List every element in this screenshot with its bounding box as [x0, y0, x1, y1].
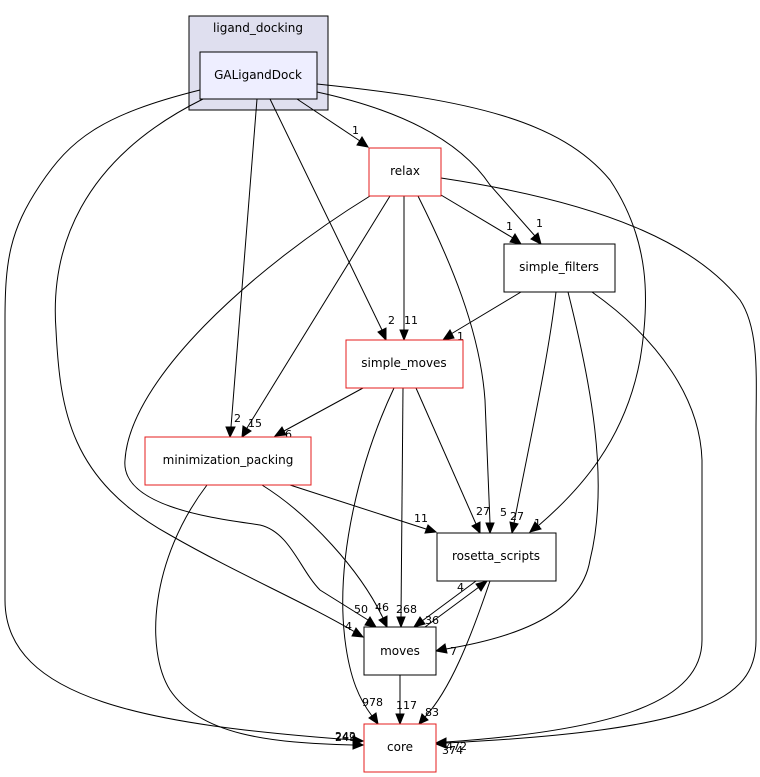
edge-label: 472	[446, 740, 467, 753]
edge-gal-relax[interactable]: 1	[296, 98, 369, 148]
edge-label: 1	[457, 330, 464, 343]
edge-label: 2	[234, 412, 241, 425]
edge-label: 46	[375, 601, 389, 614]
node-label: minimization_packing	[163, 453, 294, 467]
node-rosetta-scripts[interactable]: rosetta_scripts	[436, 532, 557, 582]
edge-rosetta_scripts-core[interactable]: 83	[418, 580, 491, 725]
edge-simple_filters-rosetta_scripts[interactable]: 27	[509, 291, 557, 535]
edge-minimization_packing-rosetta_scripts[interactable]: 11	[289, 484, 438, 534]
edge-label: 374	[442, 744, 463, 757]
edge-gal-minimization_packing[interactable]: 2	[225, 98, 258, 439]
node-moves[interactable]: moves	[363, 626, 437, 676]
node-simple-filters[interactable]: simple_filters	[503, 243, 616, 293]
edge-label: 4	[457, 581, 464, 594]
edge-relax-simple_filters[interactable]: 1	[440, 194, 522, 245]
node-label: GALigandDock	[214, 68, 302, 82]
edge-label: 11	[414, 512, 428, 525]
edge-rosetta_scripts-moves[interactable]: 36	[412, 580, 477, 628]
edge-relax-minimization_packing[interactable]: 15	[241, 195, 391, 438]
edge-label: 1	[536, 217, 543, 230]
edge-gal-simple_filters[interactable]: 1	[316, 91, 543, 245]
edge-gal-moves[interactable]: 4	[54, 98, 365, 638]
edge-simple_moves-minimization_packing[interactable]: 6	[273, 387, 364, 441]
edge-simple_filters-moves[interactable]: 7	[434, 291, 599, 658]
edge-label: 2	[388, 314, 395, 327]
edge-label: 7	[450, 645, 457, 658]
edge-label: 242	[335, 730, 356, 743]
edge-label: 4	[345, 620, 352, 633]
edge-label: 1	[506, 220, 513, 233]
edge-label: 117	[396, 699, 417, 712]
edge-relax-moves[interactable]: 50	[124, 195, 377, 628]
node-label: rosetta_scripts	[452, 549, 540, 563]
nodes: GALigandDock relax simple_filters simple…	[144, 51, 616, 773]
edge-relax-simple_moves[interactable]: 11	[399, 196, 418, 342]
edge-label: 83	[425, 706, 439, 719]
edge-label: 27	[476, 505, 490, 518]
edge-moves-core[interactable]: 117	[395, 675, 417, 726]
edge-minimization_packing-moves[interactable]: 46	[261, 484, 389, 629]
node-galiganddock[interactable]: GALigandDock	[199, 51, 318, 100]
edge-simple_filters-simple_moves[interactable]: 1	[441, 291, 522, 343]
edge-label: 50	[354, 603, 368, 616]
edge-gal-simple_moves[interactable]: 2	[269, 98, 395, 342]
edge-label: 249	[335, 731, 356, 744]
edge-label: 1	[352, 124, 359, 137]
edge-simple_moves-core[interactable]: 978	[342, 387, 395, 726]
edges: 1 1 2 2 1 4	[4, 83, 757, 757]
edge-label: 36	[425, 614, 439, 627]
node-simple-moves[interactable]: simple_moves	[345, 339, 464, 389]
node-minimization-packing[interactable]: minimization_packing	[144, 436, 312, 486]
edge-gal-rosetta_scripts[interactable]: 1	[316, 83, 647, 533]
edge-minimization_packing-core[interactable]: 242	[155, 484, 365, 750]
node-label: moves	[380, 644, 420, 658]
edge-label: 5	[500, 506, 507, 519]
edge-label: 15	[248, 417, 262, 430]
node-core[interactable]: core	[363, 723, 437, 773]
node-relax[interactable]: relax	[368, 147, 442, 197]
node-label: relax	[390, 164, 420, 178]
edge-simple_moves-moves[interactable]: 268	[396, 387, 417, 629]
edge-relax-rosetta_scripts[interactable]: 27	[417, 195, 495, 535]
node-label: simple_filters	[519, 260, 599, 274]
node-label: simple_moves	[361, 356, 446, 370]
edge-moves-rosetta_scripts[interactable]: 4	[424, 580, 489, 628]
node-label: core	[387, 740, 413, 754]
edge-label: 268	[396, 603, 417, 616]
edge-simple_filters-core[interactable]: 472	[434, 291, 703, 753]
edge-label: 27	[510, 510, 524, 523]
edge-label: 11	[404, 314, 418, 327]
edge-label: 978	[362, 696, 383, 709]
cluster-label: ligand_docking	[213, 21, 303, 35]
edge-label: 1	[534, 517, 541, 530]
edge-simple_moves-rosetta_scripts[interactable]: 5	[415, 387, 507, 535]
edge-label: 6	[285, 428, 292, 441]
